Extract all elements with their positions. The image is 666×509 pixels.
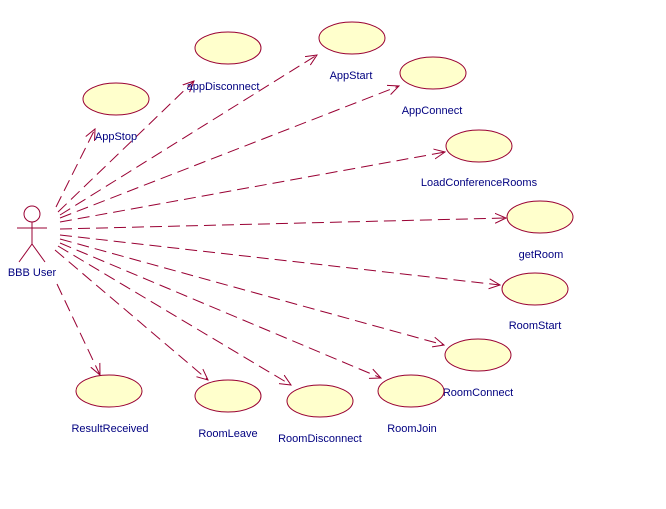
use-case-room-connect[interactable]: RoomConnect <box>443 338 513 399</box>
association-app-start <box>59 55 317 216</box>
association-room-join <box>59 242 381 378</box>
use-cases: AppStop appDisconnect AppStartAppConnectLo… <box>71 21 574 445</box>
actor-stick-figure-icon <box>17 205 47 263</box>
use-case-app-disconnect[interactable]: appDisconnect <box>187 31 262 93</box>
association-app-stop <box>55 129 95 208</box>
use-case-ellipse <box>444 338 512 372</box>
use-case-label: getRoom <box>519 249 564 261</box>
use-case-ellipse <box>75 374 143 408</box>
association-app-connect <box>59 86 399 219</box>
association-room-leave <box>54 249 208 380</box>
use-case-ellipse <box>501 272 569 306</box>
use-case-label: AppStart <box>330 70 373 82</box>
use-case-ellipse <box>194 379 262 413</box>
use-case-room-leave[interactable]: RoomLeave <box>194 379 262 440</box>
use-case-ellipse <box>194 31 262 65</box>
association-load-conference-rooms <box>59 152 445 223</box>
association-result-received <box>56 283 100 375</box>
use-case-app-stop[interactable]: AppStop <box>82 82 150 143</box>
use-case-room-disconnect[interactable]: RoomDisconnect <box>278 384 362 445</box>
use-case-label: RoomJoin <box>387 423 437 435</box>
association-lines <box>54 55 506 385</box>
use-case-ellipse <box>445 129 513 163</box>
use-case-ellipse <box>506 200 574 234</box>
use-case-app-connect[interactable]: AppConnect <box>399 56 467 117</box>
association-room-connect <box>59 238 444 345</box>
use-case-ellipse <box>82 82 150 116</box>
actor-bbb-user[interactable]: BBB User <box>8 205 57 279</box>
use-case-load-conference-rooms[interactable]: LoadConferenceRooms <box>421 129 538 189</box>
use-case-room-start[interactable]: RoomStart <box>501 272 569 332</box>
use-case-get-room[interactable]: getRoom <box>506 200 574 261</box>
use-case-label: RoomConnect <box>443 387 513 399</box>
association-room-start <box>59 234 500 285</box>
use-case-label: RoomStart <box>509 320 562 332</box>
use-case-label: RoomLeave <box>198 428 257 440</box>
use-case-label: LoadConferenceRooms <box>421 177 538 189</box>
use-case-ellipse <box>286 384 354 418</box>
use-case-label: AppStop <box>95 131 137 143</box>
association-room-disconnect <box>57 245 291 385</box>
use-case-result-received[interactable]: ResultReceived <box>71 374 149 435</box>
use-case-label: ResultReceived <box>71 423 148 435</box>
use-case-ellipse <box>318 21 386 55</box>
use-case-ellipse <box>377 374 445 408</box>
use-case-label: appDisconnect <box>187 81 260 93</box>
use-case-ellipse <box>399 56 467 90</box>
association-get-room <box>59 218 506 230</box>
use-case-app-start[interactable]: AppStart <box>318 21 386 82</box>
actor-label: BBB User <box>8 267 57 279</box>
use-case-label: RoomDisconnect <box>278 433 362 445</box>
use-case-label: AppConnect <box>402 105 463 117</box>
association-app-disconnect <box>57 81 194 213</box>
use-case-room-join[interactable]: RoomJoin <box>377 374 445 435</box>
